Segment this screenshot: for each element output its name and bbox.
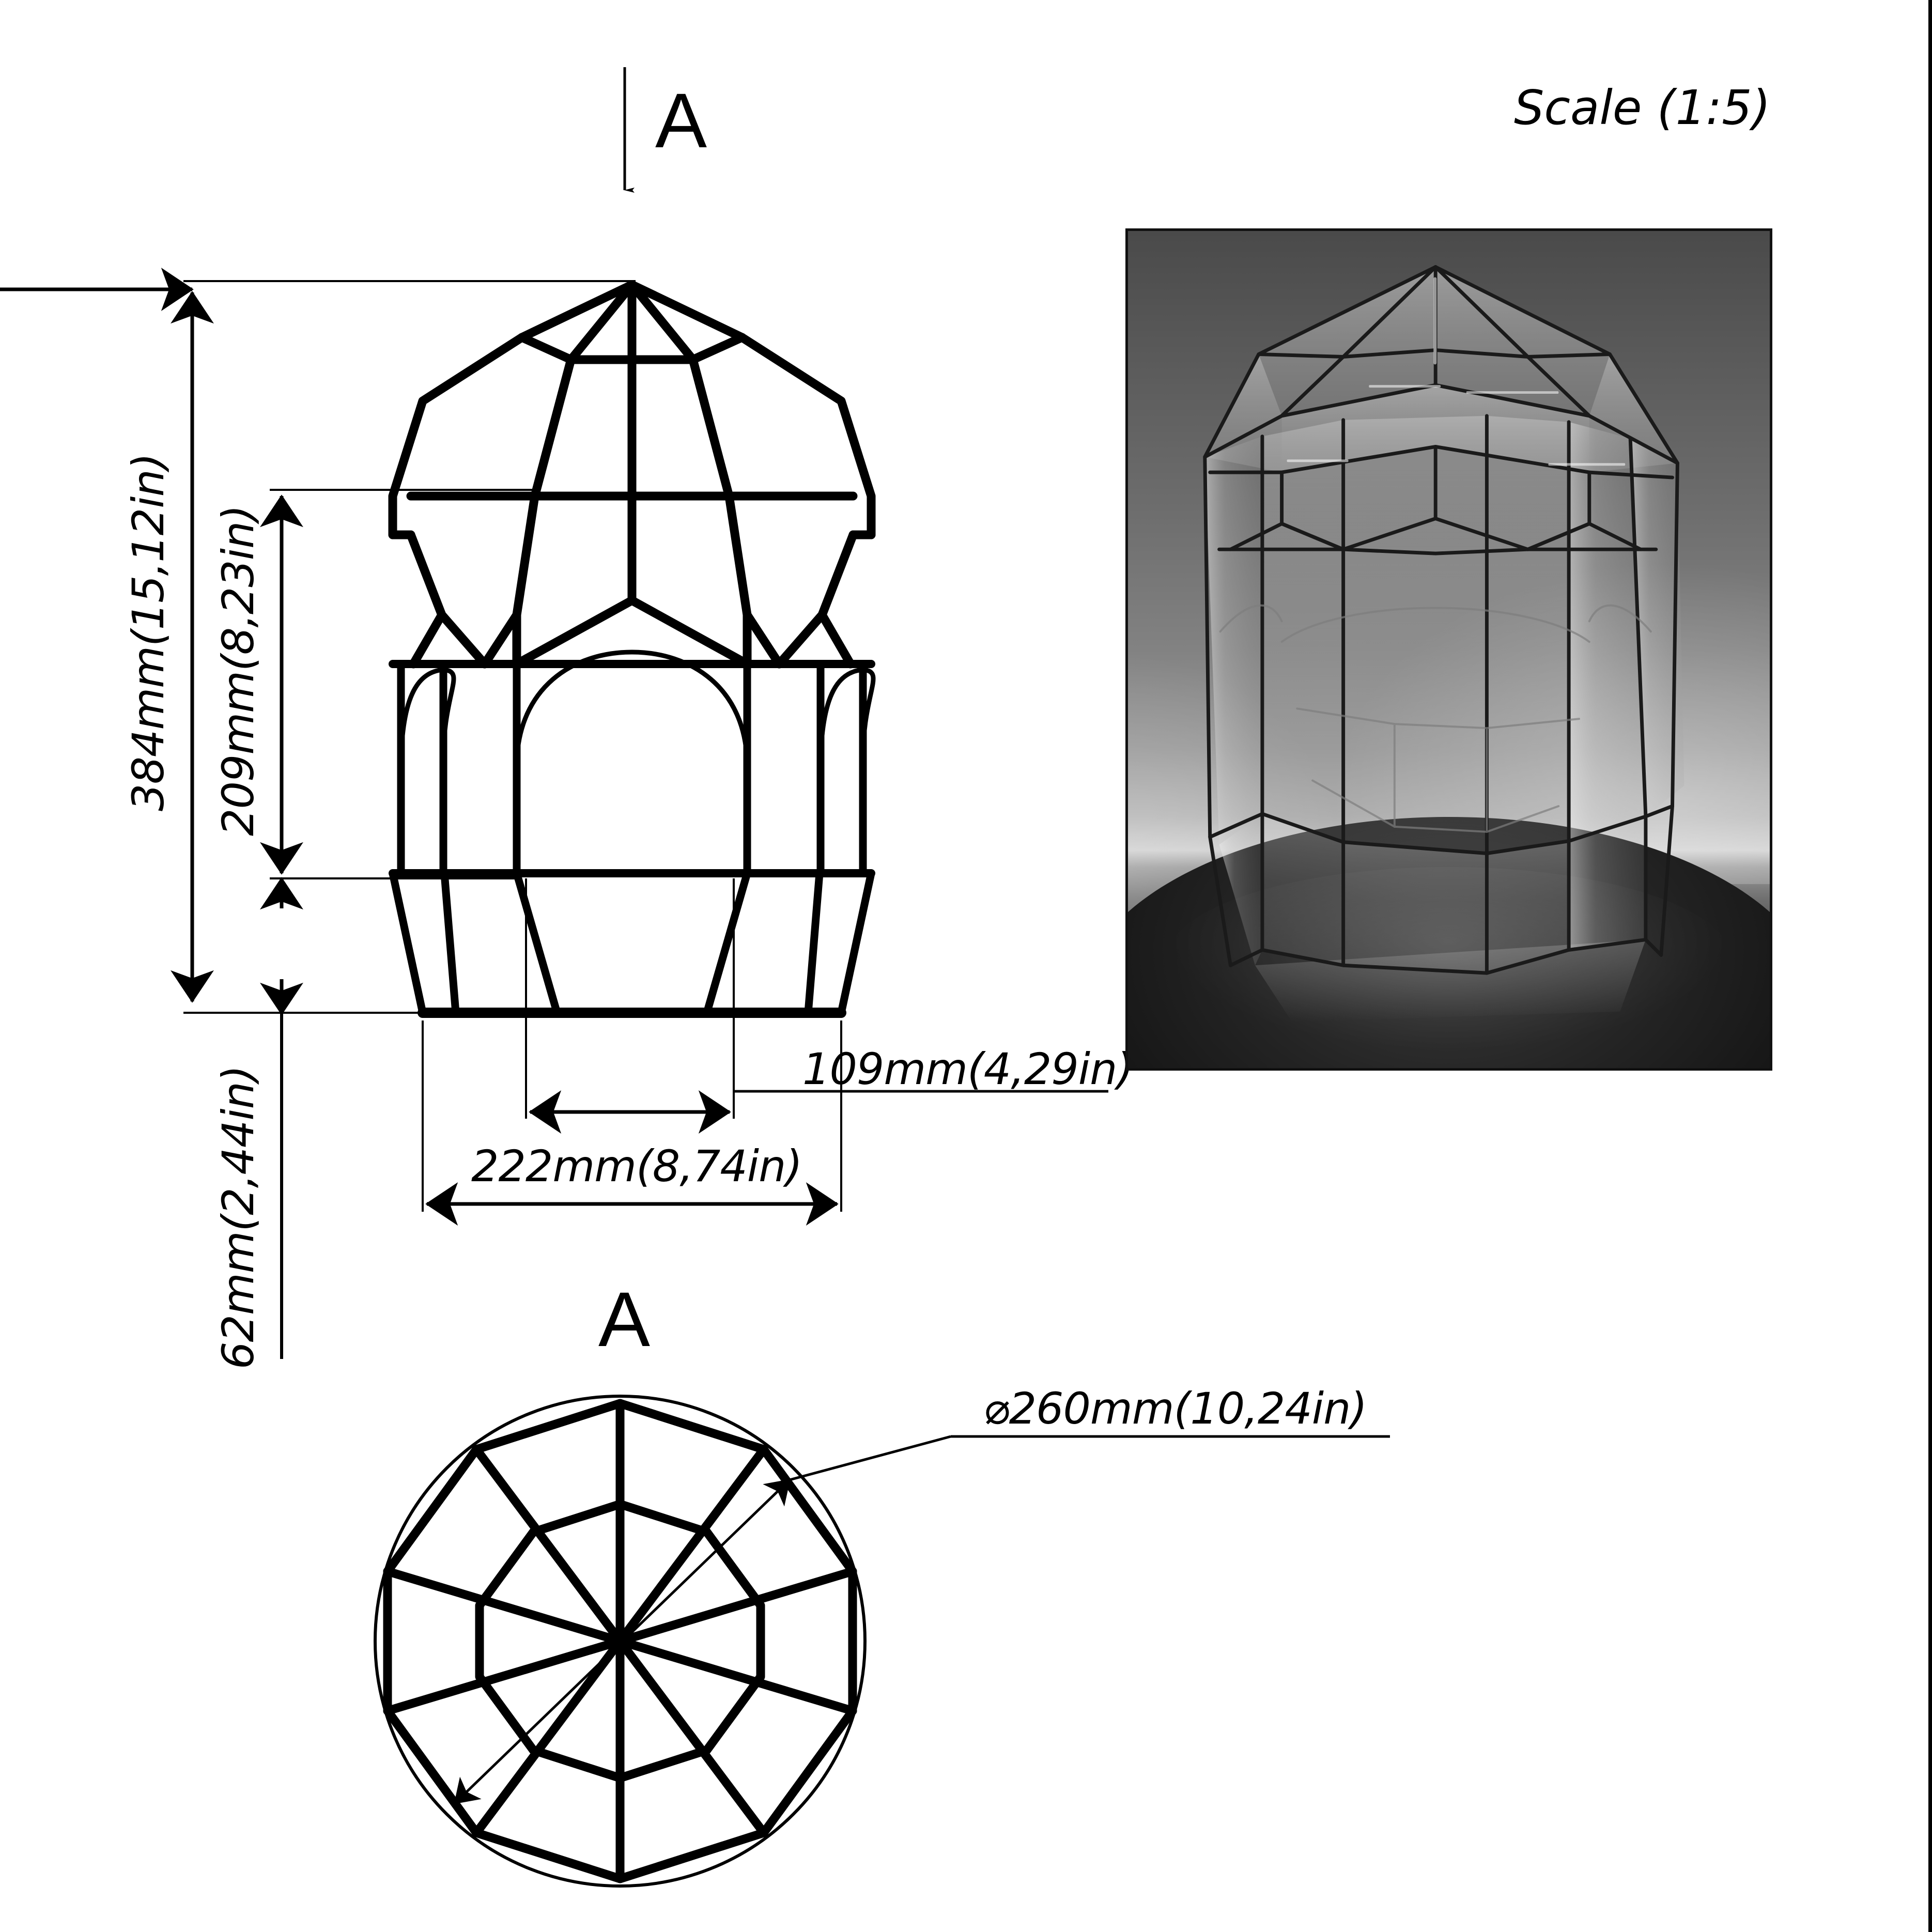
dimension-label-base-width: 222mm(8,74in) xyxy=(471,1141,802,1192)
render-frame-far xyxy=(1219,604,1652,833)
dimension-label-base-height: 62mm(2,44in) xyxy=(213,1065,264,1369)
dimension-body-height xyxy=(260,489,532,879)
dimension-label-plan-diameter: ⌀260mm(10,24in) xyxy=(983,1383,1367,1434)
dimension-label-overall-height: 384mm(15,12in) xyxy=(123,453,174,811)
render-model xyxy=(1203,265,1684,1022)
render-highlights xyxy=(1287,277,1626,466)
dimension-label-offset-width: 109mm(4,29in) xyxy=(802,1044,1133,1094)
dimension-base-height xyxy=(253,877,429,1359)
section-letter-a-top: A xyxy=(655,77,707,164)
plan-outer-circle xyxy=(374,1395,867,1888)
dimension-plan-diameter xyxy=(454,1435,1390,1804)
scale-label: Scale (1:5) xyxy=(1514,80,1771,135)
front-elevation-geometry xyxy=(388,280,876,1018)
section-letter-a-plan: A xyxy=(598,1276,650,1363)
render-glass-panels xyxy=(1204,267,1684,1022)
dimension-base-width xyxy=(422,1021,842,1226)
render-panel xyxy=(1125,228,1772,1071)
dimension-label-body-height: 209mm(8,23in) xyxy=(213,505,264,836)
dimension-offset-width xyxy=(525,878,1108,1134)
